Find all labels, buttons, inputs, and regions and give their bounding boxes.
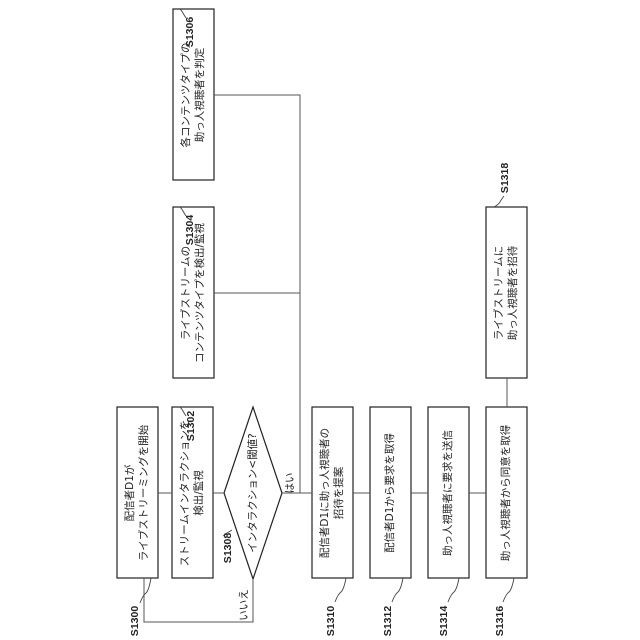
step-text-s1312: 配信者D1から要求を取得 xyxy=(383,433,397,553)
step-label-s1316: S1316 xyxy=(494,606,506,636)
leader-s1316 xyxy=(503,578,514,602)
leader-s1300 xyxy=(140,578,151,603)
connector-s1306 xyxy=(214,95,300,293)
step-label-s1312: S1312 xyxy=(382,606,394,636)
branch-yes-label: はい xyxy=(283,473,297,494)
leader-s1310 xyxy=(335,578,346,602)
step-label-s1314: S1314 xyxy=(438,606,450,636)
step-label-s1308: S1308 xyxy=(222,533,234,563)
branch-no-label: いいえ xyxy=(237,589,251,621)
step-text-s1302: ストリームインタラクションを検出/監視 xyxy=(178,420,206,567)
step-label-s1318: S1318 xyxy=(499,163,511,193)
step-label-s1302: S1302 xyxy=(185,411,197,441)
step-text-s1318: ライブストリームに助っ人視聴者を招待 xyxy=(492,246,520,341)
step-text-s1314: 助っ人視聴者に要求を送信 xyxy=(441,430,455,556)
step-label-s1300: S1300 xyxy=(129,606,141,636)
step-text-s1306: 各コンテンツタイプの助っ人視聴者を判定 xyxy=(179,43,207,148)
step-text-s1316: 助っ人視聴者から同意を取得 xyxy=(499,425,513,562)
step-text-s1310: 配信者D1に助っ人視聴者の招待を提案 xyxy=(318,428,346,558)
leader-s1312 xyxy=(392,578,403,602)
step-label-s1310: S1310 xyxy=(325,606,337,636)
step-label-s1306: S1306 xyxy=(184,17,196,47)
step-label-s1304: S1304 xyxy=(184,215,196,245)
leader-s1318 xyxy=(494,196,504,207)
decision-text-s1308: インタラクション<閾値? xyxy=(246,433,260,552)
step-text-s1300: 配信者D1がライブストリーミングを開始 xyxy=(123,425,151,562)
leader-s1314 xyxy=(448,578,459,602)
